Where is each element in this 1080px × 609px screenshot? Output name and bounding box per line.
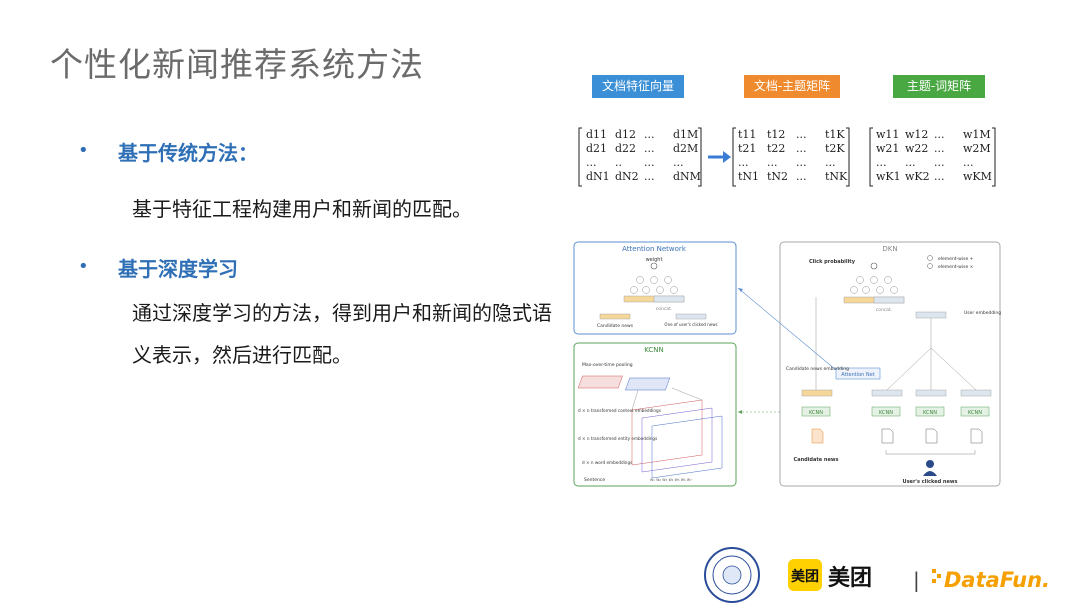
bullet-text-deep: 通过深度学习的方法，得到用户和新闻的隐式语义表示，然后进行匹配。 <box>132 301 552 367</box>
bullet-text-traditional: 基于特征工程构建用户和新闻的匹配。 <box>132 197 472 221</box>
matrix-cell: ... <box>644 142 655 155</box>
matrix-cell: w11 <box>876 128 899 141</box>
university-seal-icon <box>704 547 760 603</box>
dkn-kcnn-1: KCNN <box>809 410 823 416</box>
attention-concat-label: concat. <box>656 306 673 312</box>
dkn-title: DKN <box>882 245 897 253</box>
tag-doc-feature-vector: 文档特征向量 <box>592 75 684 98</box>
matrix-cell: d2M <box>673 142 698 155</box>
bullet-heading-traditional: 基于传统方法： <box>118 141 258 165</box>
matrix-cell: wKM <box>963 170 992 183</box>
dkn-clicked-news: User's clicked news <box>903 479 958 485</box>
matrix-cell: ... <box>796 128 807 141</box>
dkn-attention-net: Attention Net <box>841 372 874 378</box>
datafun-dots-icon <box>932 569 941 583</box>
matrix-cell: d22 <box>615 142 636 155</box>
matrix-cell: dN2 <box>615 170 639 183</box>
matrix-cell: ... <box>644 128 655 141</box>
dkn-click-probability: Click probability <box>809 259 856 265</box>
matrix-cell: t2K <box>825 142 845 155</box>
matrix-cell: dN1 <box>586 170 610 183</box>
matrix-cell: t12 <box>767 128 785 141</box>
svg-text:w₁ w₂ w₃ w₄ w₅ w₆ w₇: w₁ w₂ w₃ w₄ w₅ w₆ w₇ <box>650 477 692 482</box>
kcnn-label-word: d × n word embeddings <box>582 460 632 465</box>
dkn-kcnn-3: KCNN <box>923 410 937 416</box>
bullet-dot-1: • <box>78 140 89 161</box>
matrix-cell: ... <box>905 156 916 169</box>
matrix-cell: dNM <box>673 170 701 183</box>
matrix-cell: ... <box>934 142 945 155</box>
dkn-kcnn-2: KCNN <box>879 410 893 416</box>
matrix-cell: ... <box>934 170 945 183</box>
matrix-cell: tN2 <box>767 170 788 183</box>
matrix-cell: tNK <box>825 170 848 183</box>
meituan-badge-icon <box>788 559 822 591</box>
matrix-cell: w12 <box>905 128 928 141</box>
kcnn-label-entity: d × n transformed entity embeddings <box>578 436 657 441</box>
dkn-legend-times: element-wise × <box>938 264 974 270</box>
tag-doc-topic-matrix: 文档-主题矩阵 <box>744 75 840 98</box>
matrix-cell: ... <box>673 156 684 169</box>
matrix-cell: tN1 <box>738 170 759 183</box>
matrix-cell: ... <box>586 156 597 169</box>
logos-svg: 美团 美团 | DataFun. <box>704 547 1050 603</box>
meituan-logo-text: 美团 <box>828 565 872 591</box>
matrix-cell: .. <box>615 156 622 169</box>
matrix-cell: ... <box>644 156 655 169</box>
matrix-cell: t1K <box>825 128 845 141</box>
kcnn-label-context: d × n transformed context embeddings <box>578 408 661 413</box>
matrix-cell: ... <box>644 170 655 183</box>
matrix-cell: ... <box>767 156 778 169</box>
slide-title: 个性化新闻推荐系统方法 <box>50 45 424 84</box>
tag-topic-word-matrix: 主题-词矩阵 <box>893 75 985 98</box>
matrix-cell: wK2 <box>905 170 930 183</box>
matrix-cell: ... <box>796 170 807 183</box>
bullet-dot-2: • <box>78 256 89 277</box>
kcnn-label-pooling: Max-over-time pooling <box>582 362 633 368</box>
kcnn-label-sentence: Sentence <box>584 477 605 483</box>
matrix-cell: w1M <box>963 128 991 141</box>
logo-separator: | <box>913 568 920 592</box>
dkn-kcnn-4: KCNN <box>968 410 982 416</box>
matrix-cell: ... <box>934 156 945 169</box>
attention-candidate-label: Candidate news <box>597 323 634 329</box>
matrix-cell: w2M <box>963 142 991 155</box>
kcnn-title: KCNN <box>644 346 664 354</box>
logos-footer: 美团 美团 | DataFun. <box>700 545 1070 605</box>
datafun-logo-text: DataFun. <box>944 568 1050 592</box>
matrix-cell: ... <box>825 156 836 169</box>
dkn-candidate-news: Candidate news <box>794 457 839 463</box>
matrix-cell: w22 <box>905 142 928 155</box>
matrix-cell: d12 <box>615 128 636 141</box>
matrix-cell: ... <box>738 156 749 169</box>
matrix-cell: ... <box>876 156 887 169</box>
attention-network-title: Attention Network <box>622 245 687 253</box>
matrix-cell: ... <box>934 128 945 141</box>
dkn-legend-plus: element-wise + <box>938 256 974 262</box>
attention-clicked-label: One of user's clicked news <box>664 322 717 327</box>
matrix-cell: w21 <box>876 142 899 155</box>
matrix-cell: t11 <box>738 128 756 141</box>
meituan-badge-text: 美团 <box>791 568 819 585</box>
matrix-cell: ... <box>963 156 974 169</box>
matrix-cell: t21 <box>738 142 756 155</box>
matrix-cell: ... <box>796 156 807 169</box>
dkn-candidate-embedding: Candidate news embedding <box>786 366 849 372</box>
matrix-cell: wK1 <box>876 170 901 183</box>
dkn-architecture-figure: Attention Network weight concat. Candida… <box>573 241 1001 487</box>
attention-weight-label: weight <box>646 257 663 263</box>
matrix-cell: d11 <box>586 128 607 141</box>
matrix-cell: d21 <box>586 142 607 155</box>
bullet-heading-deep: 基于深度学习 <box>118 257 238 281</box>
dkn-concat-label: concat. <box>876 307 893 313</box>
dkn-user-embedding: User embedding <box>964 310 1001 316</box>
matrix-cell: ... <box>796 142 807 155</box>
matrix-cell: d1M <box>673 128 698 141</box>
matrix-cell: t22 <box>767 142 785 155</box>
